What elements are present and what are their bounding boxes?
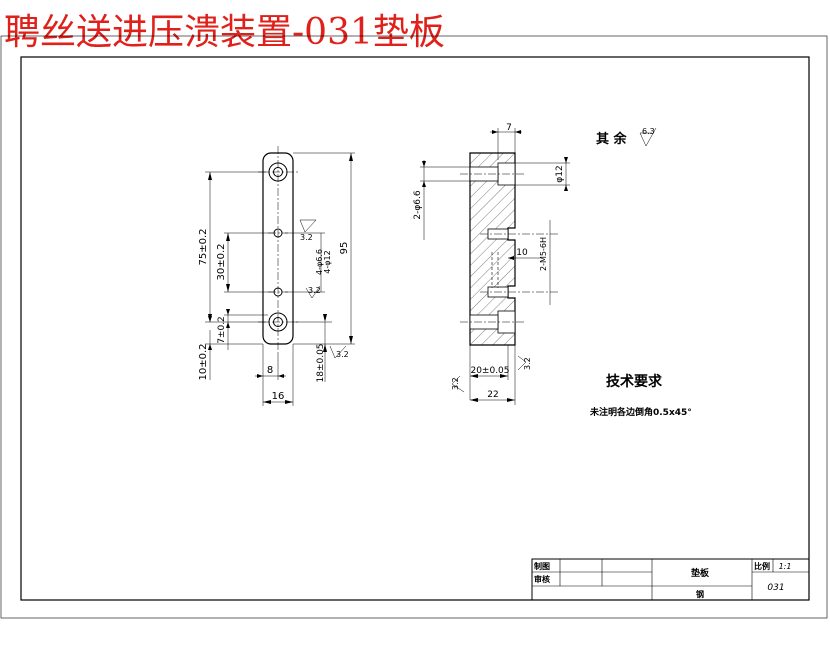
dim-side-22: 22 [487,390,498,400]
roughness-symbol: 3.2 [299,219,317,242]
dim-side-2-M5-6H: 2-M5-6H [539,237,548,271]
rest-roughness-note: 其 余 6.3 [596,127,657,147]
rest-roughness-value: 6.3 [642,127,655,136]
drawn-by-label: 制图 [534,561,550,571]
svg-text:3.2: 3.2 [300,233,313,242]
material: 钢 [696,589,704,599]
inner-frame [20,56,810,601]
checked-by-label: 审核 [534,574,550,584]
part-name: 垫板 [691,567,710,579]
dim-side-20: 20±0.05 [470,366,509,376]
dim-side-phi12: φ12 [555,165,565,182]
dim-side-10: 10 [516,248,528,258]
svg-text:3.2: 3.2 [308,286,321,295]
dim-4-phi6-6: 4-φ6.6 [315,249,324,275]
side-view: 7 φ12 2-φ6.6 10 2-M5-6H 20±0.05 [413,123,570,405]
scale-label: 比例 [754,561,770,571]
title-block: 制图 审核 垫板 钢 比例 1:1 031 [531,558,810,601]
svg-text:3.2: 3.2 [336,350,349,359]
roughness-symbol: 3.2 [451,375,465,393]
drawing-number: 031 [767,583,784,593]
drawing-title-banner: 聘丝送进压溃装置-031垫板 [4,12,445,53]
roughness-symbol: 3.2 [305,285,321,299]
dim-75: 75±0.2 [198,228,209,265]
dim-side-7: 7 [506,123,512,133]
dim-4-phi12: 4-φ12 [323,250,332,273]
dim-7: 7±0.2 [217,316,227,344]
scale-value: 1:1 [779,562,792,571]
svg-text:3.2: 3.2 [451,377,460,390]
dim-18: 18±0.05 [316,343,326,382]
rest-roughness-label: 其 余 [596,131,628,147]
svg-text:3.2: 3.2 [523,357,532,370]
roughness-symbol: 3.2 [329,345,349,359]
dim-10: 10±0.2 [198,343,209,380]
front-view: 75±0.2 30±0.2 7±0.2 10±0.2 8 16 [198,146,355,406]
tech-requirements-heading: 技术要求 [606,373,663,390]
outer-border [0,35,828,619]
dim-8: 8 [267,365,273,376]
dim-30: 30±0.2 [216,243,227,280]
dim-16: 16 [272,391,285,402]
dim-side-2-phi6-6: 2-φ6.6 [413,190,423,219]
tech-requirements-note: 未注明各边倒角0.5x45° [589,406,692,418]
dim-95: 95 [339,242,350,255]
roughness-symbol: 3.2 [517,355,532,371]
